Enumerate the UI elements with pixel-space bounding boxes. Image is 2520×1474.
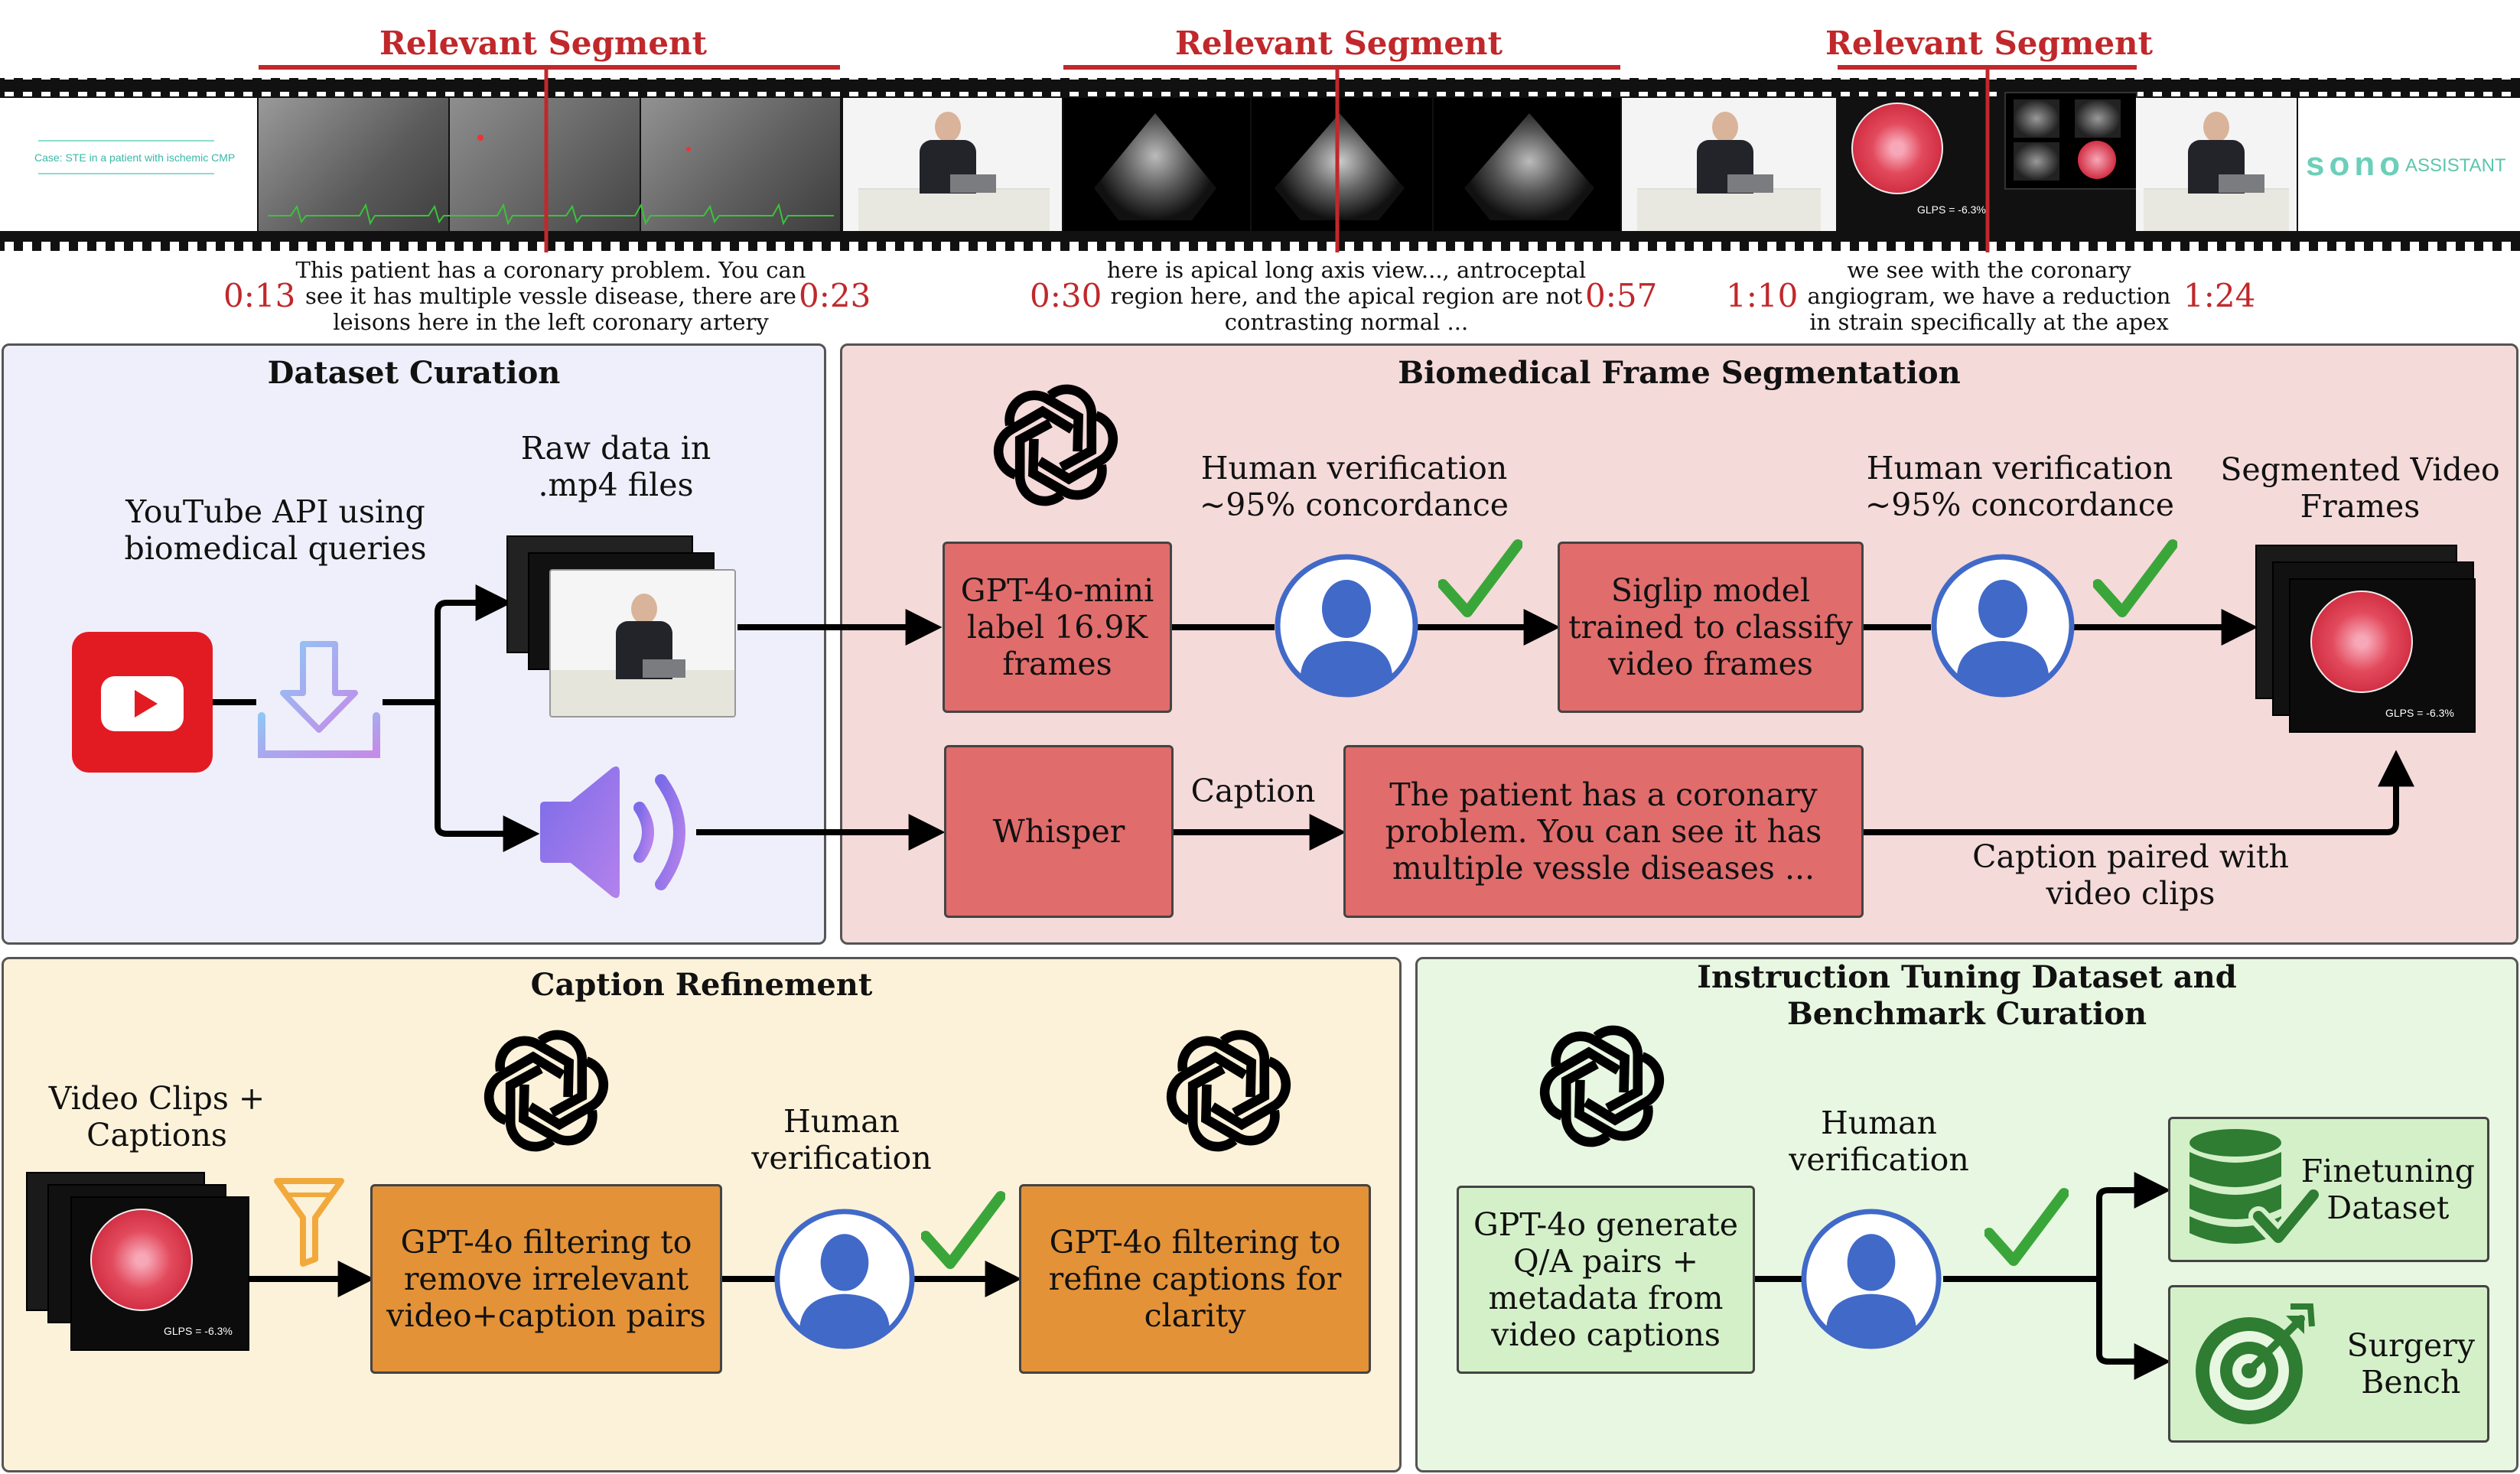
openai-logo-icon <box>1539 1025 1665 1147</box>
ecg-traces <box>268 135 834 226</box>
frame-angiogram-1 <box>259 98 448 231</box>
dataset-curation-title: Dataset Curation <box>267 355 561 391</box>
youtube-icon <box>72 632 213 773</box>
caption-refinement-title: Caption Refinement <box>530 967 873 1003</box>
segment-markers <box>259 65 2137 252</box>
frame-bullseye: GLPS = -6.3% <box>1838 98 2003 231</box>
openai-logo-icon <box>483 1030 609 1152</box>
intro-slide-text: Case: STE in a patient with ischemic CMP <box>34 151 236 164</box>
frame-angiogram-3 <box>641 98 840 231</box>
tuning-verification-label: Human verification <box>1789 1105 1969 1178</box>
verification-label-1: Human verification ~95% concordance <box>1199 450 1509 523</box>
funnel-icon <box>274 1178 344 1267</box>
segment-1-transcript: This patient has a coronary problem. You… <box>295 257 806 335</box>
segment-3-end: 1:24 <box>2183 277 2256 314</box>
segment-2-start: 0:30 <box>1030 277 1102 314</box>
gpt-4o-mini-box: GPT-4o-mini label 16.9K frames <box>943 542 1172 713</box>
segment-2-transcript: here is apical long axis view..., antroc… <box>1106 257 1587 335</box>
raw-data-label: Raw data in .mp4 files <box>520 430 711 503</box>
whisper-box: Whisper <box>944 745 1174 918</box>
segment-1-label: Relevant Segment <box>379 24 707 62</box>
strain-readout-1: GLPS = -6.3% <box>1917 203 1986 216</box>
frame-presenter-1 <box>843 98 1062 231</box>
database-check-icon <box>2190 1129 2320 1248</box>
verification-label-2: Human verification ~95% concordance <box>1864 450 2175 523</box>
segment-3-transcript: we see with the coronary angiogram, we h… <box>1807 257 2171 335</box>
download-icon <box>258 641 380 758</box>
frame-echo-grid <box>2004 92 2137 190</box>
checkmark-icon <box>1438 539 1522 617</box>
youtube-query-label: YouTube API using biomedical queries <box>124 493 427 567</box>
strain-readout-2: GLPS = -6.3% <box>2385 707 2454 719</box>
person-icon <box>1275 554 1418 698</box>
video-clips-label: Video Clips + Captions <box>48 1080 265 1153</box>
instruction-tuning-title: Instruction Tuning Dataset and Benchmark… <box>1697 959 2237 1032</box>
segment-3-label: Relevant Segment <box>1825 24 2153 62</box>
frame-echo-1 <box>1063 98 1250 231</box>
speaker-icon <box>540 766 685 898</box>
openai-logo-icon <box>993 384 1118 506</box>
assistant-logo-text: ASSISTANT <box>2405 155 2506 176</box>
strain-readout-3: GLPS = -6.3% <box>164 1325 233 1337</box>
frame-echo-3 <box>1434 98 1620 231</box>
checkmark-icon <box>1984 1188 2069 1266</box>
person-icon <box>1931 554 2075 698</box>
caption-label: Caption <box>1190 773 1316 809</box>
frame-echo-2 <box>1252 98 1432 231</box>
qa-generation-box: GPT-4o generate Q/A pairs + metadata fro… <box>1457 1186 1755 1374</box>
segment-2-end: 0:57 <box>1585 277 1658 314</box>
refine-clarity-box: GPT-4o filtering to refine captions for … <box>1019 1184 1371 1374</box>
segment-1-end: 0:23 <box>799 277 871 314</box>
frame-presenter-2 <box>1622 98 1836 231</box>
frame-segmentation-title: Biomedical Frame Segmentation <box>1398 355 1961 391</box>
segment-3-start: 1:10 <box>1726 277 1799 314</box>
segment-1-start: 0:13 <box>223 277 296 314</box>
raw-video-stack <box>506 535 736 719</box>
checkmark-icon <box>921 1191 1005 1269</box>
frame-intro-slide: Case: STE in a patient with ischemic CMP <box>0 98 257 231</box>
segment-2-label: Relevant Segment <box>1175 24 1503 62</box>
frame-presenter-3 <box>2136 98 2297 231</box>
person-icon <box>774 1209 915 1349</box>
filter-irrelevant-box: GPT-4o filtering to remove irrelevant vi… <box>370 1184 722 1374</box>
sono-logo: sono <box>2306 145 2405 183</box>
target-icon <box>2196 1303 2315 1424</box>
frame-end-logo: sono ASSISTANT <box>2298 98 2520 231</box>
siglip-box: Siglip model trained to classify video f… <box>1558 542 1864 713</box>
caption-example-box: The patient has a coronary problem. You … <box>1343 745 1864 918</box>
caption-paired-label: Caption paired with video clips <box>1972 838 2289 912</box>
segmented-frames-stack: GLPS = -6.3% <box>2255 545 2485 744</box>
segmented-frames-label: Segmented Video Frames <box>2220 451 2500 525</box>
checkmark-icon <box>2093 539 2177 617</box>
person-icon <box>1801 1209 1942 1349</box>
video-clips-stack: GLPS = -6.3% <box>26 1172 249 1354</box>
openai-logo-icon <box>1166 1030 1291 1152</box>
refinement-verification-label: Human verification <box>751 1103 932 1176</box>
